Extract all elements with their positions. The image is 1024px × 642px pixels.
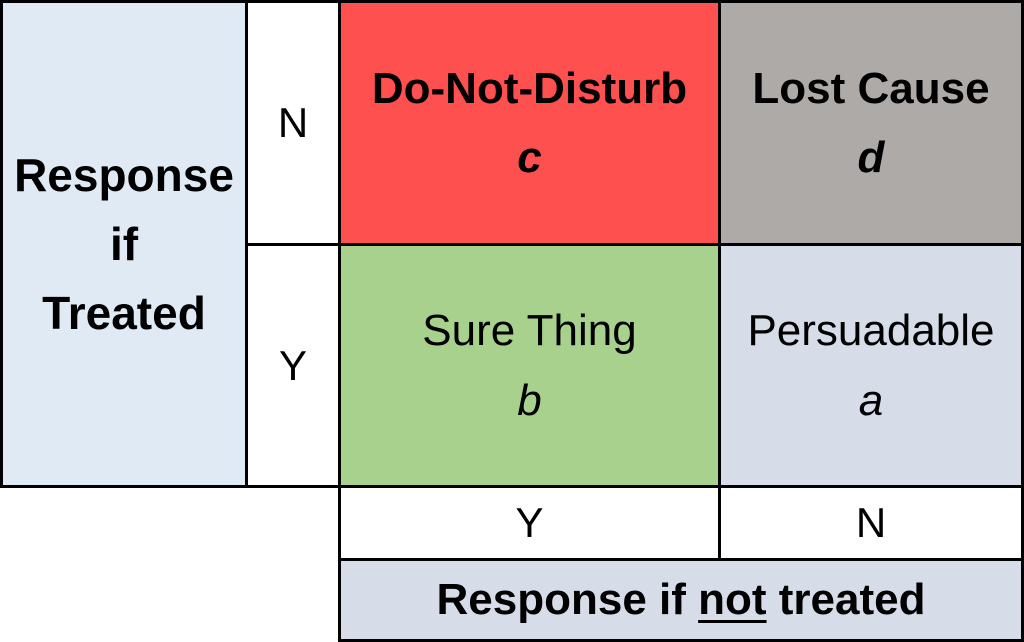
row-value-y-label: Y: [278, 341, 307, 389]
column-header-suffix: treated: [766, 575, 926, 624]
column-value-n: N: [718, 485, 1024, 561]
quadrant-sure-thing-letter: b: [517, 375, 542, 425]
column-header-response-if-not-treated: Response if not treated: [338, 558, 1024, 642]
quadrant-lost-cause: Lost Cause d: [718, 0, 1024, 246]
quadrant-do-not-disturb: Do-Not-Disturb c: [338, 0, 721, 246]
column-header-underlined-word: not: [698, 575, 767, 624]
row-value-n-label: N: [277, 99, 309, 146]
column-value-n-label: N: [855, 499, 887, 546]
row-header-line1: Response: [14, 148, 234, 201]
quadrant-do-not-disturb-name: Do-Not-Disturb: [371, 63, 688, 113]
quadrant-persuadable-letter: a: [858, 375, 884, 425]
quadrant-persuadable: Persuadable a: [718, 243, 1024, 488]
column-value-y-label: Y: [515, 499, 544, 546]
quadrant-lost-cause-name: Lost Cause: [752, 63, 990, 113]
column-header-prefix: Response if: [436, 575, 699, 624]
row-header-response-if-treated: Response if Treated: [0, 0, 248, 488]
quadrant-lost-cause-letter: d: [857, 133, 885, 182]
row-header-line2: if: [109, 217, 139, 270]
column-header-text: Response if not treated: [437, 575, 926, 625]
quadrant-persuadable-name: Persuadable: [747, 306, 995, 356]
quadrant-do-not-disturb-letter: c: [517, 133, 542, 182]
row-value-y: Y: [245, 243, 341, 488]
row-value-n: N: [245, 0, 341, 246]
column-value-y: Y: [338, 485, 721, 561]
quadrant-sure-thing-name: Sure Thing: [422, 306, 637, 356]
quadrant-sure-thing: Sure Thing b: [338, 243, 721, 488]
row-header-line3: Treated: [42, 286, 206, 339]
